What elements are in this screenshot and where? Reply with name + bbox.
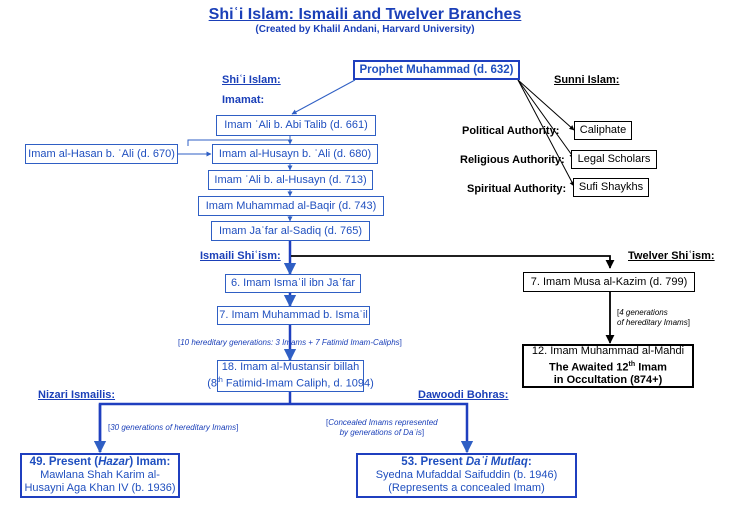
sunni-islam-header: Sunni Islam:: [554, 74, 620, 86]
imam-hasan-box: Imam al-Hasan b. ʿAli (d. 670): [25, 144, 178, 164]
mahdi-line2: The Awaited 12th Imam: [549, 358, 667, 375]
dawoodi-note-line1: [Concealed Imams represented: [326, 418, 438, 427]
mustansir-line2: (8th Fatimid-Imam Caliph, d. 1094): [207, 374, 374, 391]
ismaili-header: Ismaili Shiʿism:: [200, 250, 281, 262]
note-text: 10 hereditary generations: 3 Imams + 7 F…: [180, 338, 400, 347]
nizari-present-italic: Hazar: [98, 456, 130, 468]
nizari-present-line3: Husayni Aga Khan IV (b. 1936): [24, 482, 176, 494]
nizari-generations-note: [30 generations of hereditary Imams]: [108, 423, 239, 432]
dawoodi-present-line3: (Represents a concealed Imam): [388, 482, 545, 494]
diagram-subtitle: (Created by Khalil Andani, Harvard Unive…: [255, 24, 475, 35]
twelver-note-line1: [4 generations: [617, 308, 668, 317]
dawoodi-present-dai-box: 53. Present Daʿi Mutlaq: Syedna Mufaddal…: [356, 453, 577, 498]
dawoodi-header: Dawoodi Bohras:: [418, 389, 509, 401]
twelver-header: Twelver Shiʿism:: [628, 250, 715, 262]
fatimid-generations-note: [10 hereditary generations: 3 Imams + 7 …: [178, 338, 402, 348]
dawoodi-present-italic: Daʿi Mutlaq: [465, 456, 528, 468]
imam-muhammad-ismail-box: 7. Imam Muhammad b. Ismaʿil: [217, 306, 370, 325]
prophet-box: Prophet Muhammad (d. 632): [353, 60, 520, 80]
dawoodi-note-line2: by generations of Daʿis]: [339, 428, 425, 437]
imam-ismail-box: 6. Imam Ismaʿil ibn Jaʿfar: [225, 274, 361, 293]
note-bracket-close: ]: [399, 338, 402, 347]
nizari-present-a: 49. Present (: [29, 456, 99, 468]
note-bracket-open: [: [178, 338, 181, 347]
shii-islam-header: Shiʿi Islam:: [222, 74, 281, 86]
nizari-header: Nizari Ismailis:: [38, 389, 116, 401]
nizari-present-line2: Mawlana Shah Karim al-: [40, 469, 160, 481]
nizari-present-b: ) Imam:: [129, 456, 171, 468]
sufi-shaykhs-box: Sufi Shaykhs: [573, 178, 649, 197]
nizari-note-text: 30 generations of hereditary Imams: [110, 423, 237, 432]
twelver-generations-note: [4 generations of hereditary Imams]: [617, 308, 690, 328]
imamat-label: Imamat:: [222, 94, 265, 106]
mustansir-line2-b: Fatimid-Imam Caliph, d. 1094): [222, 377, 374, 390]
political-authority-label: Political Authority:: [462, 125, 560, 137]
twelver-note-text2: of hereditary Imams: [617, 318, 688, 327]
religious-authority-label: Religious Authority:: [460, 154, 565, 166]
imam-ali-husayn-box: Imam ʿAli b. al-Husayn (d. 713): [208, 170, 373, 190]
mahdi-sup: th: [628, 360, 636, 368]
mahdi-line3: in Occultation (874+): [553, 374, 663, 387]
diagram-title: Shiʿi Islam: Ismaili and Twelver Branche…: [208, 6, 522, 23]
dawoodi-note-text2: by generations of Daʿis: [339, 428, 422, 437]
mustansir-line2-a: (8: [207, 377, 217, 390]
mahdi-line2-b: Imam: [635, 361, 667, 374]
dawoodi-present-line2: Syedna Mufaddal Saifuddin (b. 1946): [375, 469, 558, 481]
imam-ali-box: Imam ʿAli b. Abi Talib (d. 661): [216, 115, 376, 136]
imam-musa-box: 7. Imam Musa al-Kazim (d. 799): [523, 272, 695, 292]
dawoodi-present-line1: 53. Present Daʿi Mutlaq:: [401, 456, 531, 469]
dawoodi-present-b: :: [527, 456, 532, 468]
nizari-present-imam-box: 49. Present (Hazar) Imam: Mawlana Shah K…: [20, 453, 180, 498]
twelver-note-text1: 4 generations: [619, 308, 668, 317]
imam-husayn-box: Imam al-Husayn b. ʿAli (d. 680): [212, 144, 378, 164]
twelver-note-line2: of hereditary Imams]: [617, 318, 690, 327]
mahdi-line2-a: The Awaited 12: [549, 361, 629, 374]
imam-mustansir-box: 18. Imam al-Mustansir billah (8th Fatimi…: [207, 360, 374, 392]
caliphate-box: Caliphate: [574, 121, 632, 140]
nizari-present-line1: 49. Present (Hazar) Imam:: [30, 456, 171, 469]
imam-jafar-box: Imam Jaʿfar al-Sadiq (d. 765): [211, 221, 370, 241]
imam-mahdi-box: 12. Imam Muhammad al-Mahdi The Awaited 1…: [522, 344, 694, 388]
mustansir-sup: th: [216, 377, 223, 385]
legal-scholars-box: Legal Scholars: [571, 150, 657, 169]
mustansir-line1: 18. Imam al-Mustansir billah: [221, 361, 360, 374]
dawoodi-present-a: 53. Present: [401, 456, 466, 468]
spiritual-authority-label: Spiritual Authority:: [467, 183, 567, 195]
imam-baqir-box: Imam Muhammad al-Baqir (d. 743): [198, 196, 384, 216]
mahdi-line1: 12. Imam Muhammad al-Mahdi: [531, 344, 685, 357]
dawoodi-generations-note: [Concealed Imams represented by generati…: [326, 418, 438, 438]
dawoodi-note-text1: Concealed Imams represented: [328, 418, 438, 427]
